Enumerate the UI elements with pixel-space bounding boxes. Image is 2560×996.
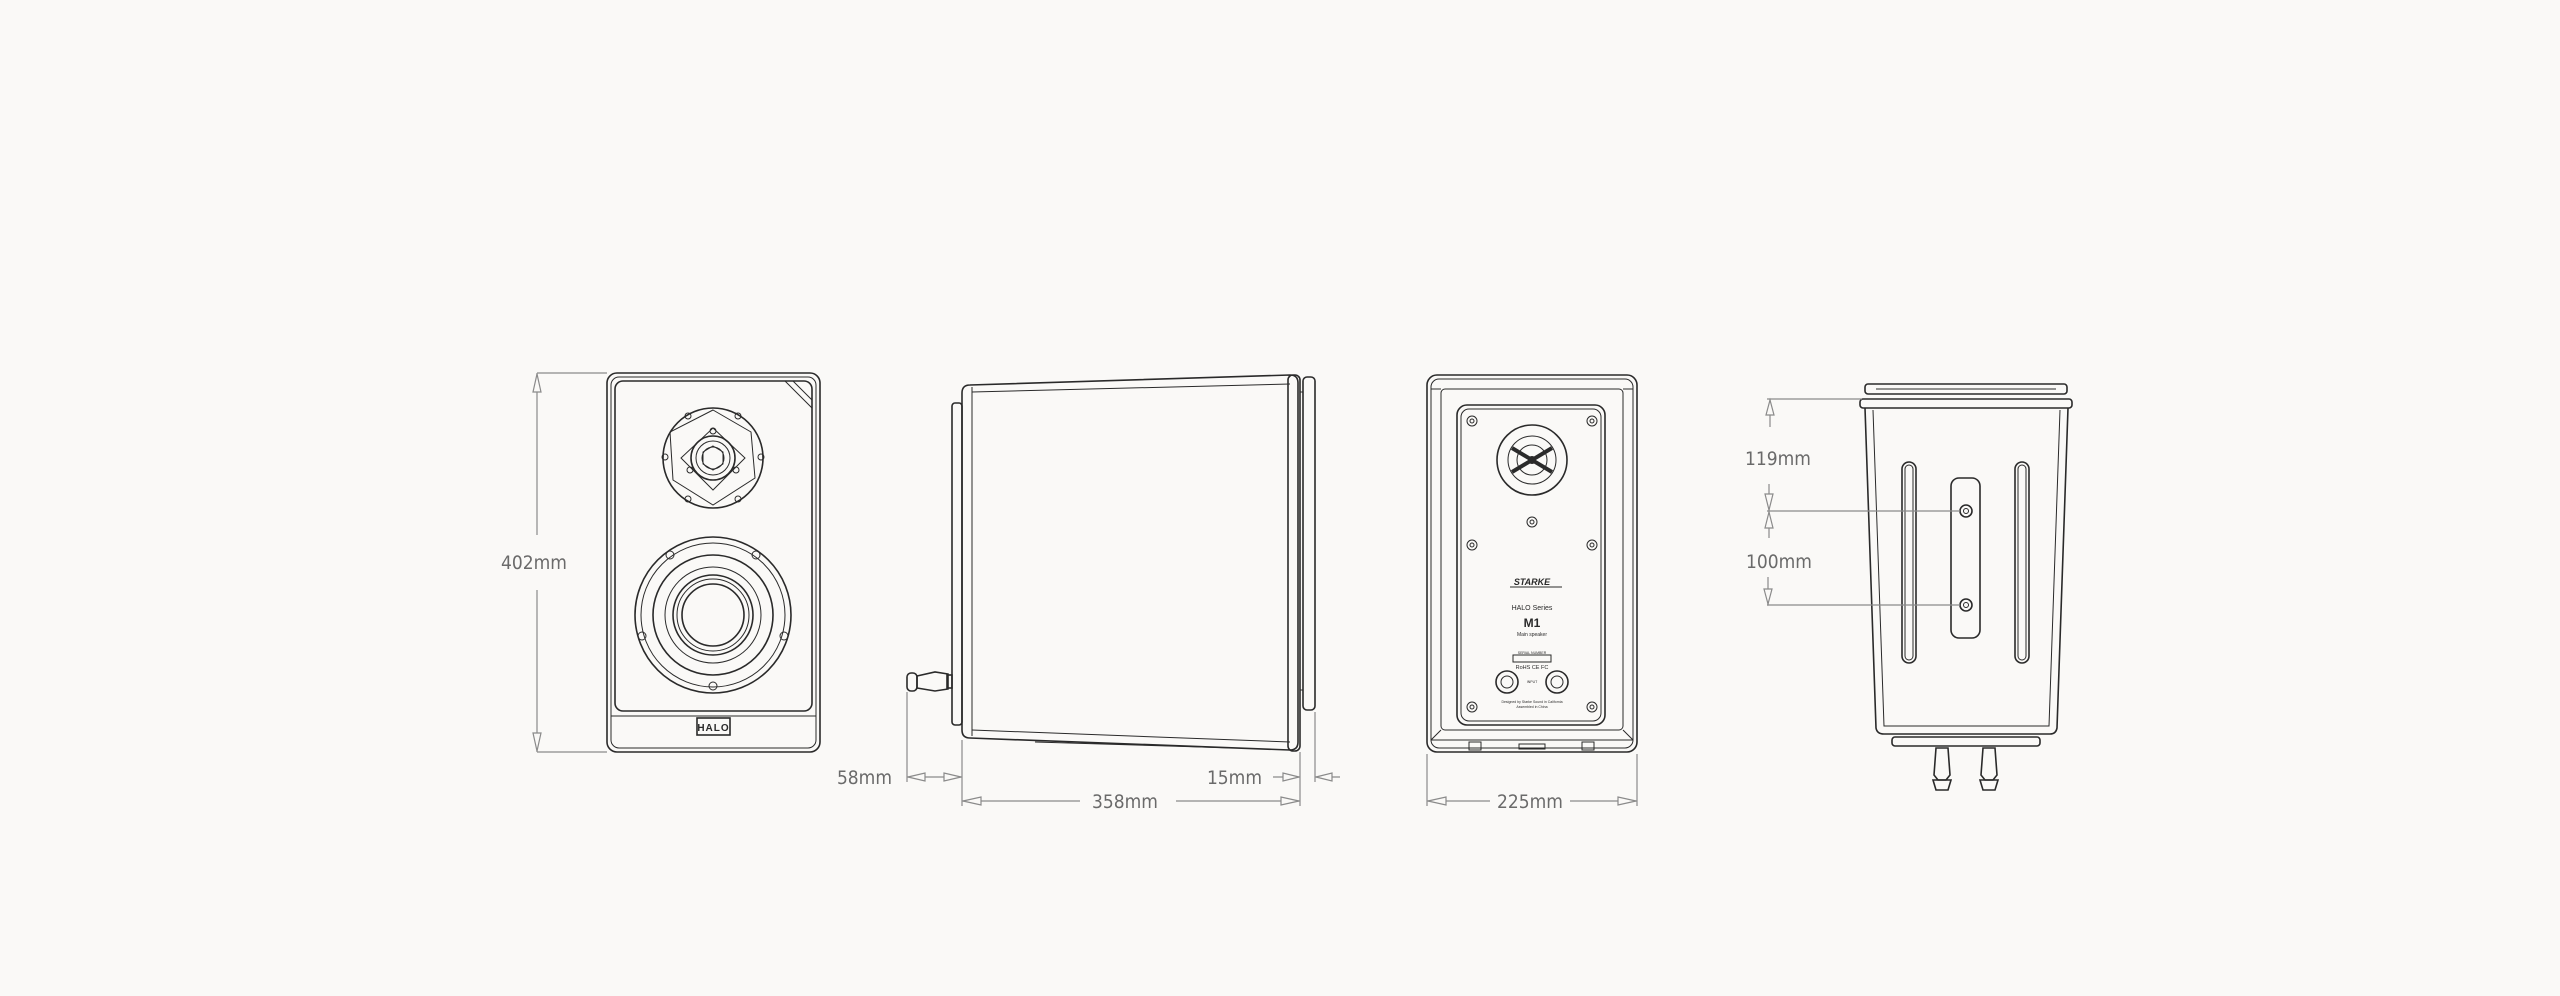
dimension-grille: 15mm — [1207, 712, 1340, 789]
bass-port — [1496, 424, 1568, 496]
model-desc: Main speaker — [1517, 632, 1547, 638]
svg-text:HALO: HALO — [697, 723, 729, 734]
front-view: HALO — [606, 372, 821, 753]
woofer — [634, 536, 792, 694]
stand-knob — [906, 671, 953, 692]
depth-label: 358mm — [1092, 791, 1158, 813]
certifications: RoHS CE FC — [1516, 665, 1549, 671]
dimension-width: 225mm — [1426, 754, 1638, 813]
series-label: HALO Series — [1512, 605, 1553, 612]
feet — [1931, 747, 2000, 791]
dimension-depth: 358mm — [962, 752, 1301, 813]
serial-label: SERIAL NUMBER — [1518, 651, 1547, 655]
model-label: M1 — [1524, 616, 1541, 630]
back-screws — [1466, 415, 1598, 713]
svg-text:INPUT: INPUT — [1527, 680, 1538, 684]
speaker-terminals: INPUT — [1495, 670, 1569, 694]
assembled-text: Assembled in China — [1516, 705, 1547, 709]
dimension-height: 402mm — [501, 372, 607, 753]
width-label: 225mm — [1497, 791, 1563, 813]
grille-depth-label: 15mm — [1207, 767, 1262, 789]
starke-logo: STARKE — [1514, 577, 1551, 587]
mount-spacing-label: 100mm — [1746, 551, 1812, 573]
dimension-mount: 119mm 100mm — [1745, 397, 1960, 607]
back-view: STARKE HALO Series M1 Main speaker SERIA… — [1426, 374, 1638, 753]
side-view — [906, 374, 1316, 752]
mount-top-label: 119mm — [1745, 448, 1811, 470]
halo-badge: HALO — [696, 717, 731, 736]
stand-offset-label: 58mm — [837, 767, 892, 789]
designed-text: Designed by Starke Sound in California — [1501, 700, 1562, 704]
height-label: 402mm — [501, 552, 567, 574]
dimension-stand-offset: 58mm — [837, 692, 963, 806]
tweeter — [661, 407, 765, 509]
top-view — [1859, 383, 2073, 791]
